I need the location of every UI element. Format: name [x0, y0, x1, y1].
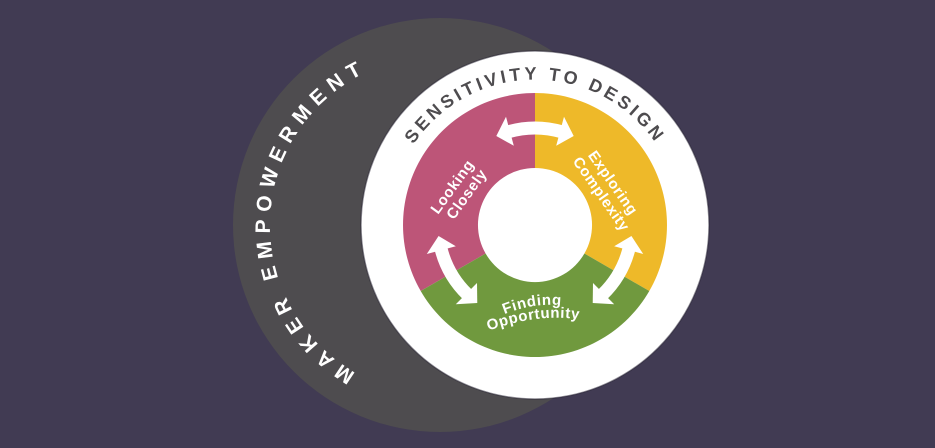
segment-finding-opportunity: [420, 253, 650, 357]
